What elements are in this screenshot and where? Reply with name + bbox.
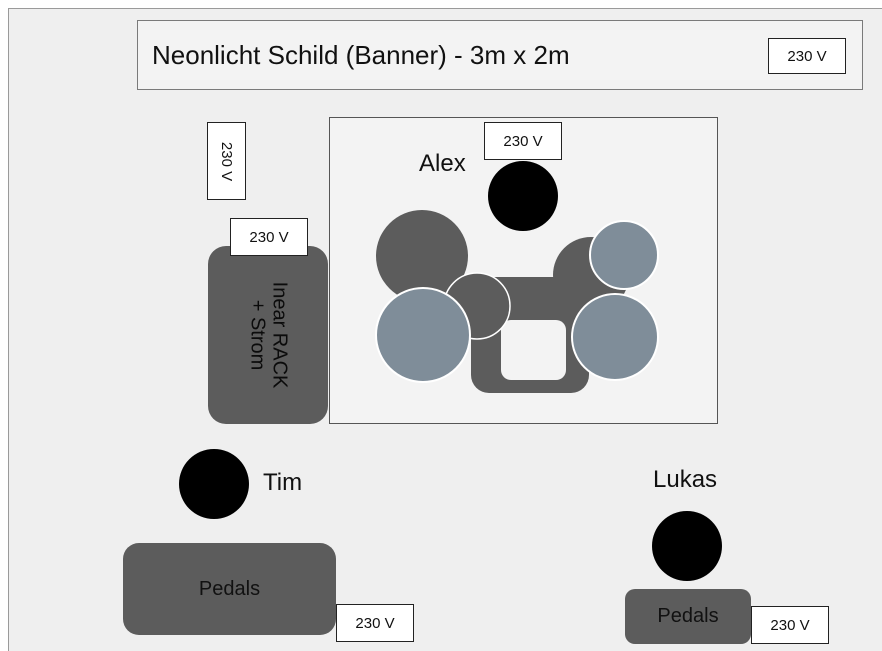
musician-label-alex: Alex (419, 150, 466, 177)
tim-power-outlet: 230 V (336, 604, 414, 642)
musician-label-tim: Tim (263, 469, 303, 496)
person-alex (488, 161, 558, 231)
person-tim (179, 449, 249, 519)
rack-power-outlet: 230 V (230, 218, 308, 256)
inear-rack: Inear RACK + Strom (208, 246, 328, 424)
stage-plan: Neonlicht Schild (Banner) - 3m x 2m 230 … (8, 8, 882, 651)
lukas-pedals: Pedals (625, 589, 751, 644)
cymbal-left (375, 287, 471, 383)
banner-title: Neonlicht Schild (Banner) - 3m x 2m (152, 40, 570, 70)
power-outlet-vertical: 230 V (207, 122, 246, 200)
cymbal-right-top (589, 220, 659, 290)
banner-box (137, 20, 863, 90)
cymbal-right-bottom (571, 293, 659, 381)
tim-pedals: Pedals (123, 543, 336, 635)
banner-power-outlet: 230 V (768, 38, 846, 74)
floor-tom (376, 210, 468, 302)
person-lukas (652, 511, 722, 581)
drum-riser-inner (501, 320, 566, 380)
drum-kit (179, 161, 722, 581)
lukas-power-outlet: 230 V (751, 606, 829, 644)
drum-power-outlet: 230 V (484, 122, 562, 160)
musician-label-lukas: Lukas (653, 466, 718, 493)
